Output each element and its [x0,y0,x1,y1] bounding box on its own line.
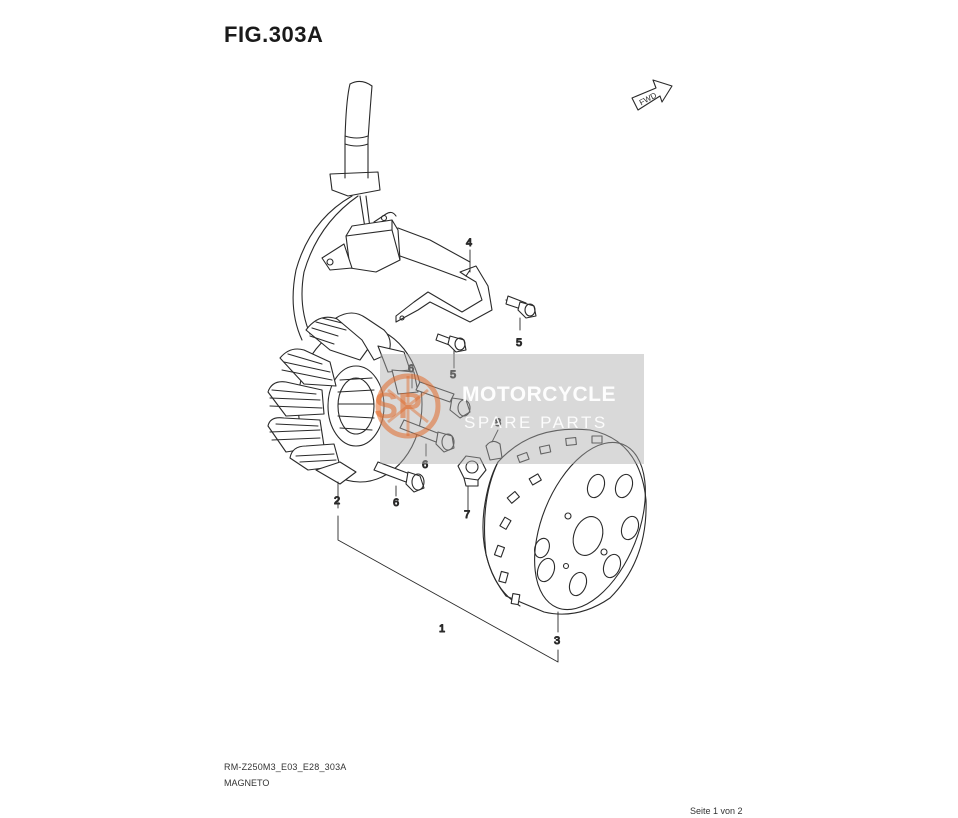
callout-8: 8 [495,417,501,429]
bolt-part-6c [373,461,425,493]
watermark-logo-text: SP [374,385,422,426]
screw-part-5a [505,295,537,319]
key-part-8 [485,440,503,461]
callout-5a: 5 [516,337,522,349]
callout-1: 1 [439,623,445,635]
model-code: RM-Z250M3_E03_E28_303A [224,762,347,772]
nut-part-7 [457,455,487,487]
rotor-part [482,428,647,615]
forward-arrow-icon [631,79,673,111]
callout-5b: 5 [450,369,456,381]
screw-part-5b [435,333,467,353]
figure-title: FIG.303A [224,22,324,47]
watermark-panel [380,354,644,464]
callout-6b: 6 [422,459,428,471]
leader-lines [337,249,559,663]
wire-harness [292,80,381,341]
pickup-coil [321,211,471,281]
figure-description: MAGNETO [224,778,270,788]
callout-2: 2 [334,495,340,507]
callout-4: 4 [466,237,472,249]
watermark-logo: SP [374,373,441,439]
bracket-part [395,265,493,323]
watermark-title: MOTORCYCLE [462,383,616,406]
page-indicator: Seite 1 von 2 [690,806,743,816]
callout-6a: 6 [408,363,414,375]
callout-3: 3 [554,635,560,647]
callout-6c: 6 [393,497,399,509]
callout-7: 7 [464,509,470,521]
watermark-subtitle: SPARE PARTS [464,413,608,432]
